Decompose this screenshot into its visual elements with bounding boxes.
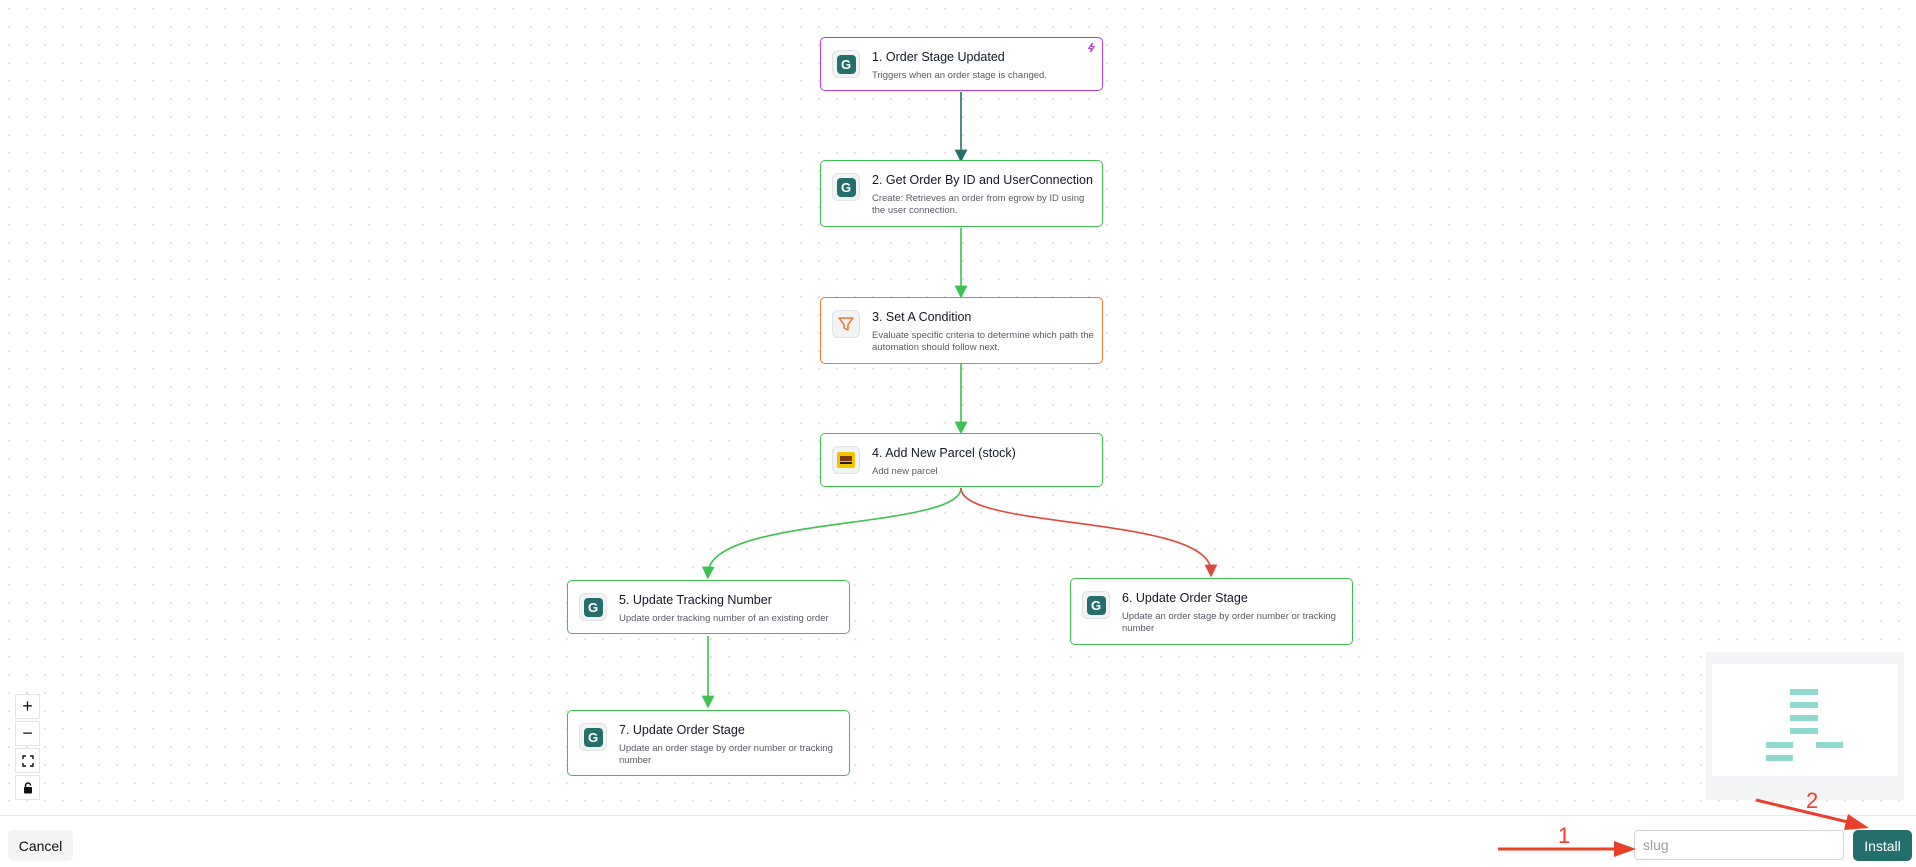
node-title: 4. Add New Parcel (stock): [872, 446, 1016, 460]
node-title: 6. Update Order Stage: [1122, 591, 1248, 605]
minimap-node: [1790, 728, 1818, 734]
fit-view-button[interactable]: [15, 748, 40, 773]
egrow-g-icon: G: [1082, 591, 1110, 619]
filter-icon: [832, 310, 860, 338]
fit-view-icon: [21, 754, 34, 767]
node-title: 1. Order Stage Updated: [872, 50, 1005, 64]
bottom-action-bar: Cancel Install: [0, 815, 1916, 867]
workflow-canvas[interactable]: G 1. Order Stage Updated Triggers when a…: [0, 0, 1916, 815]
plus-icon: +: [22, 696, 33, 716]
edge-4-5: [701, 487, 962, 580]
node-description: Update order tracking number of an exist…: [619, 613, 829, 624]
node-description: Update an order stage by order number or…: [1122, 611, 1336, 634]
minus-icon: −: [22, 723, 33, 743]
minimap-node: [1816, 742, 1843, 748]
egrow-g-icon: G: [832, 173, 860, 201]
lock-button[interactable]: [15, 775, 40, 800]
node-description: Create: Retrieves an order from egrow by…: [872, 193, 1085, 216]
workflow-node-7[interactable]: G 7. Update Order Stage Update an order …: [567, 710, 850, 776]
minimap-node: [1766, 742, 1793, 748]
node-description: Update an order stage by order number or…: [619, 743, 833, 766]
annotation-number-2: 2: [1806, 788, 1819, 813]
parcel-icon: [832, 446, 860, 474]
workflow-node-1[interactable]: G 1. Order Stage Updated Triggers when a…: [820, 37, 1103, 91]
workflow-edges: [701, 92, 1218, 709]
minimap-node: [1790, 715, 1818, 721]
minimap-node: [1790, 702, 1818, 708]
edge-4-6: [960, 487, 1218, 578]
annotation-number-1: 1: [1558, 823, 1571, 848]
zoom-out-button[interactable]: −: [15, 721, 40, 746]
minimap-node: [1766, 755, 1793, 761]
node-title: 7. Update Order Stage: [619, 723, 745, 737]
cancel-button[interactable]: Cancel: [8, 830, 73, 861]
slug-input[interactable]: [1634, 830, 1844, 860]
bolt-icon: [1086, 42, 1097, 56]
node-description: Add new parcel: [872, 466, 938, 477]
egrow-g-icon: G: [832, 50, 860, 78]
egrow-g-icon: G: [579, 593, 607, 621]
node-description: Triggers when an order stage is changed.: [872, 70, 1047, 81]
node-description: Evaluate specific criteria to determine …: [872, 330, 1094, 353]
minimap-node: [1790, 689, 1818, 695]
zoom-in-button[interactable]: +: [15, 694, 40, 719]
minimap[interactable]: [1706, 652, 1904, 800]
egrow-g-icon: G: [579, 723, 607, 751]
workflow-node-2[interactable]: G 2. Get Order By ID and UserConnection …: [820, 160, 1103, 227]
install-button[interactable]: Install: [1853, 830, 1912, 861]
node-title: 5. Update Tracking Number: [619, 593, 772, 607]
node-title: 3. Set A Condition: [872, 310, 972, 324]
workflow-node-6[interactable]: G 6. Update Order Stage Update an order …: [1070, 578, 1353, 645]
workflow-node-3[interactable]: 3. Set A Condition Evaluate specific cri…: [820, 297, 1103, 364]
workflow-node-5[interactable]: G 5. Update Tracking Number Update order…: [567, 580, 850, 634]
workflow-node-4[interactable]: 4. Add New Parcel (stock) Add new parcel: [820, 433, 1103, 487]
lock-icon: [23, 781, 32, 793]
node-title: 2. Get Order By ID and UserConnection: [872, 173, 1093, 187]
